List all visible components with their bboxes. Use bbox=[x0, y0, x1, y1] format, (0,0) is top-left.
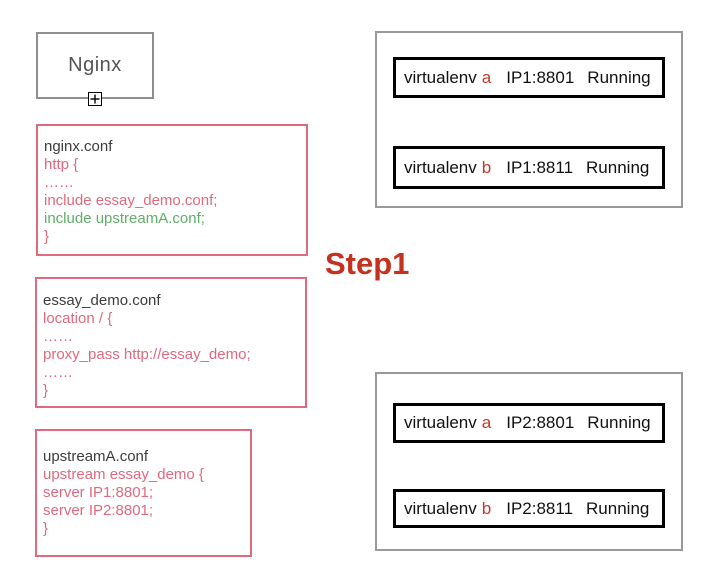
virtualenv-address: IP2:8811 bbox=[506, 498, 574, 518]
code-line: location / { bbox=[43, 310, 113, 327]
code-line: …… bbox=[43, 364, 73, 381]
code-line: } bbox=[43, 382, 49, 399]
config-box-nginx-conf: nginx.conf http { …… include essay_demo.… bbox=[36, 124, 308, 256]
step-label: Step1 bbox=[325, 246, 410, 281]
server-group-ip2: virtualenv a IP2:8801 Running virtualenv… bbox=[375, 372, 683, 551]
code-line: …… bbox=[43, 328, 73, 345]
virtualenv-address: IP1:8801 bbox=[506, 67, 575, 87]
virtualenv-address: IP1:8811 bbox=[506, 157, 574, 177]
virtualenv-name: b bbox=[481, 157, 492, 177]
virtualenv-name: b bbox=[481, 498, 492, 518]
code-line: http { bbox=[44, 156, 79, 173]
virtualenv-name: a bbox=[481, 67, 492, 87]
nginx-node-label: Nginx bbox=[68, 54, 122, 76]
code-line: server IP2:8801; bbox=[43, 502, 154, 519]
virtualenv-address: IP2:8801 bbox=[506, 413, 575, 432]
config-box-upstreamA-conf: upstreamA.conf upstream essay_demo { ser… bbox=[35, 429, 252, 557]
virtualenv-name: a bbox=[481, 413, 492, 432]
config-file-name: nginx.conf bbox=[44, 138, 113, 155]
virtualenv-label: virtualenv bbox=[404, 498, 477, 518]
virtualenv-status: Running bbox=[587, 413, 651, 432]
code-line: include upstreamA.conf; bbox=[44, 210, 205, 227]
virtualenv-label: virtualenv bbox=[404, 67, 477, 87]
plus-box-icon bbox=[88, 92, 102, 106]
code-line: } bbox=[43, 520, 49, 537]
code-line: } bbox=[44, 228, 50, 245]
virtualenv-instance: virtualenv b IP2:8811 Running bbox=[393, 489, 665, 528]
code-line: upstream essay_demo { bbox=[43, 466, 204, 483]
nginx-node: Nginx bbox=[36, 32, 154, 99]
virtualenv-instance: virtualenv b IP1:8811 Running bbox=[393, 146, 665, 189]
code-line: server IP1:8801; bbox=[43, 484, 154, 501]
code-line: …… bbox=[44, 174, 74, 191]
virtualenv-label: virtualenv bbox=[404, 413, 477, 432]
virtualenv-status: Running bbox=[586, 498, 650, 518]
config-file-name: essay_demo.conf bbox=[43, 292, 161, 309]
config-box-essay-demo-conf: essay_demo.conf location / { …… proxy_pa… bbox=[35, 277, 307, 408]
config-file-name: upstreamA.conf bbox=[43, 448, 149, 465]
virtualenv-instance: virtualenv a IP1:8801 Running bbox=[393, 57, 665, 98]
virtualenv-status: Running bbox=[586, 157, 650, 177]
virtualenv-instance: virtualenv a IP2:8801 Running bbox=[393, 403, 665, 443]
virtualenv-status: Running bbox=[587, 67, 651, 87]
code-line: include essay_demo.conf; bbox=[44, 192, 218, 209]
virtualenv-label: virtualenv bbox=[404, 157, 477, 177]
server-group-ip1: virtualenv a IP1:8801 Running virtualenv… bbox=[375, 31, 683, 208]
code-line: proxy_pass http://essay_demo; bbox=[43, 346, 251, 363]
